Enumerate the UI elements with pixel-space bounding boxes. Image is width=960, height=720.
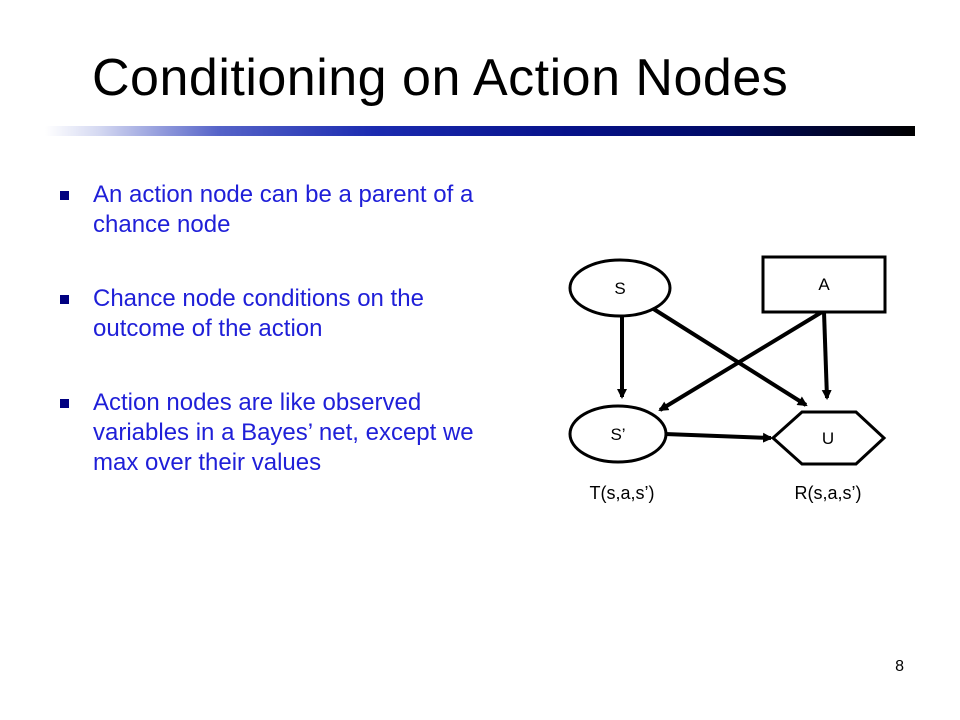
bullet-item: An action node can be a parent of a chan… [60, 180, 500, 240]
node-s: S [568, 258, 672, 318]
node-s-prime-label: S’ [610, 425, 625, 444]
edge-a-to-s-prime [658, 310, 824, 412]
title-underline [45, 126, 915, 136]
square-bullet-icon [60, 399, 69, 408]
edge-s-to-u [650, 306, 808, 407]
edge-a-to-u [821, 311, 832, 400]
node-s-prime: S’ [568, 404, 668, 464]
bullet-item: Chance node conditions on the outcome of… [60, 284, 500, 344]
node-s-label: S [614, 279, 625, 298]
node-a: A [761, 255, 887, 314]
slide-title: Conditioning on Action Nodes [92, 49, 789, 107]
bullet-text: An action node can be a parent of a chan… [93, 181, 474, 238]
edge-s-prime-to-u [664, 432, 773, 443]
node-u-label: U [822, 429, 834, 448]
bullet-list: An action node can be a parent of a chan… [60, 180, 500, 522]
page-number: 8 [895, 658, 904, 675]
bullet-item: Action nodes are like observed variables… [60, 388, 500, 478]
bullet-text: Chance node conditions on the outcome of… [93, 285, 424, 342]
node-u: U [770, 410, 887, 466]
transition-label: T(s,a,s’) [590, 483, 655, 503]
reward-label: R(s,a,s’) [795, 483, 862, 503]
node-a-label: A [818, 275, 830, 294]
square-bullet-icon [60, 191, 69, 200]
bullet-text: Action nodes are like observed variables… [93, 389, 474, 476]
square-bullet-icon [60, 295, 69, 304]
